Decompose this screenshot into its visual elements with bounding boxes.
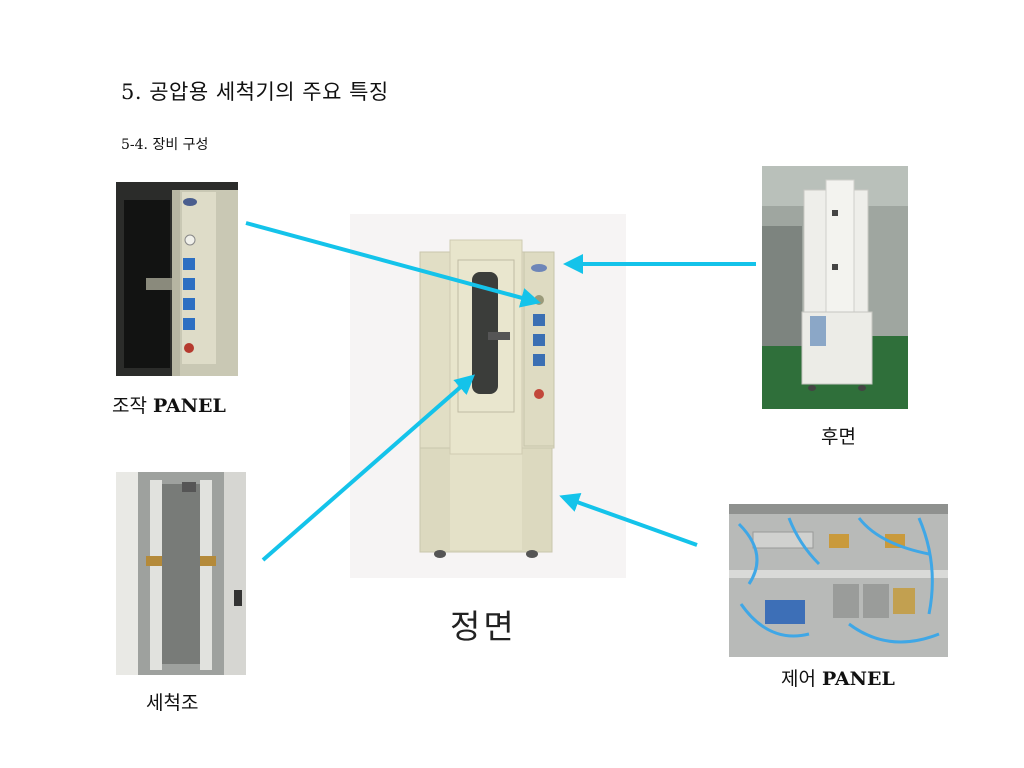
control-panel-caption-prefix: 제어 <box>781 668 822 690</box>
front-view-caption: 정면 <box>450 607 517 646</box>
operation-panel-photo <box>116 182 238 376</box>
operation-panel-caption-suffix: PANEL <box>153 395 226 417</box>
control-panel-caption-suffix: PANEL <box>822 668 895 690</box>
slide-title: 5. 공압용 세척기의 주요 특징 <box>121 80 389 104</box>
wash-tank-caption: 세척조 <box>146 692 199 714</box>
wash-tank-photo <box>116 472 246 675</box>
front-view-photo <box>350 214 626 578</box>
operation-panel-caption: 조작 PANEL <box>112 391 226 418</box>
control-panel-photo <box>729 504 948 657</box>
slide-subtitle: 5-4. 장비 구성 <box>121 137 209 153</box>
operation-panel-caption-prefix: 조작 <box>112 395 153 417</box>
rear-view-caption: 후면 <box>821 426 856 448</box>
rear-view-photo <box>762 166 908 409</box>
control-panel-caption: 제어 PANEL <box>781 664 895 691</box>
